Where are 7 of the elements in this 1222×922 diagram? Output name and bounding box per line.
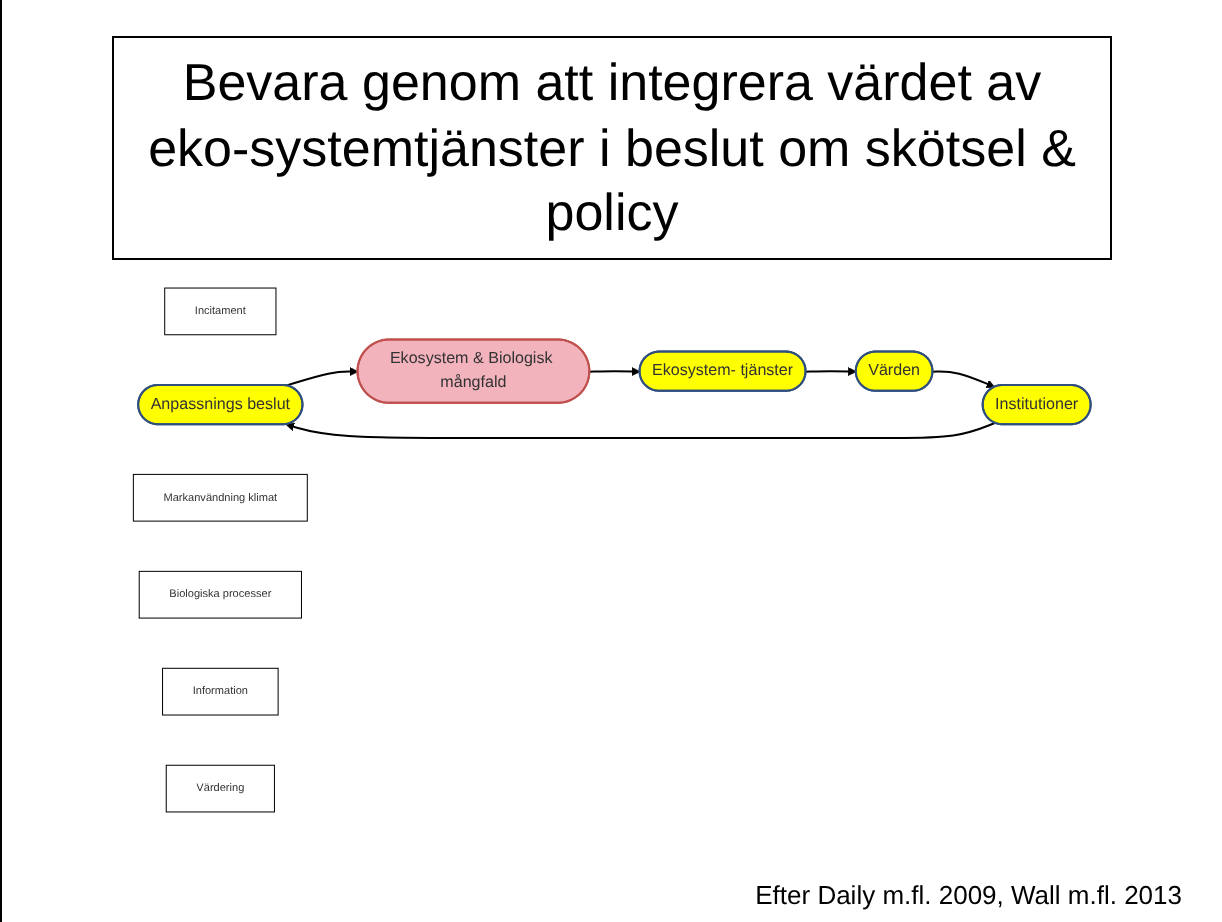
arrow xyxy=(932,370,996,389)
arrow xyxy=(285,367,359,387)
arrow xyxy=(285,422,996,439)
arrow xyxy=(806,367,857,376)
arrow xyxy=(589,367,641,376)
caption: Efter Daily m.fl. 2009, Wall m.fl. 2013 xyxy=(755,880,1182,910)
title-box: Bevara genom att integrera värdet av eko-systemtjänster i beslut om skötsel & policy xyxy=(112,36,1112,259)
